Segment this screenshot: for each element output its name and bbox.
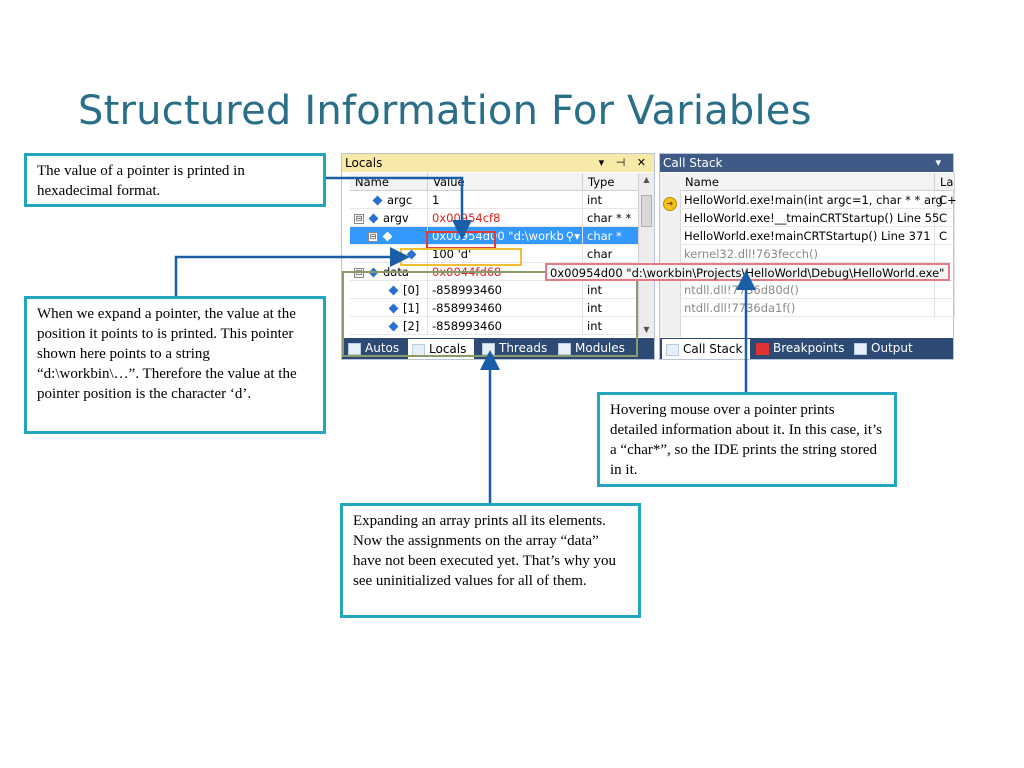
callstack-gutter: ➔	[660, 173, 681, 337]
tab-label: Autos	[365, 341, 400, 355]
tab-label: Threads	[499, 341, 548, 355]
breakpoints-icon	[756, 342, 769, 355]
slide-title: Structured Information For Variables	[78, 88, 812, 134]
tab-modules[interactable]: Modules	[554, 338, 625, 359]
var-value: 0x00954cf8	[428, 209, 583, 227]
callstack-row[interactable]: HelloWorld.exe!mainCRTStartup() Line 371…	[680, 227, 955, 245]
frame-name: HelloWorld.exe!__tmainCRTStartup() Line …	[680, 209, 939, 227]
locals-column-type[interactable]: Type	[583, 173, 640, 191]
locals-scrollbar[interactable]: ▲ ▼	[638, 173, 654, 337]
magnifier-icon[interactable]: ⚲▾	[565, 229, 580, 243]
modules-icon	[558, 342, 571, 355]
frame-lang: C	[935, 227, 955, 245]
locals-row[interactable]: ⊟argv 0x00954cf8 char * *	[342, 209, 640, 227]
callstack-row[interactable]: HelloWorld.exe!__tmainCRTStartup() Line …	[680, 209, 955, 227]
autos-icon	[348, 342, 361, 355]
scroll-thumb[interactable]	[641, 195, 652, 227]
arrow-expand-pointer	[174, 247, 410, 296]
var-name: argv	[383, 211, 409, 225]
frame-lang: C+	[935, 191, 957, 209]
collapse-toggle-icon[interactable]: ⊟	[368, 231, 378, 242]
tab-label: Call Stack	[683, 342, 743, 356]
dropdown-icon[interactable]: ▾	[935, 156, 945, 169]
frame-lang	[935, 245, 955, 263]
var-name: argc	[387, 193, 413, 207]
collapse-toggle-icon[interactable]: ⊟	[354, 213, 364, 224]
frame-lang	[935, 281, 955, 299]
locals-tabbar: Autos Locals Threads Modules	[342, 338, 654, 359]
scroll-up-icon[interactable]: ▲	[643, 175, 650, 184]
tab-label: Modules	[575, 341, 625, 355]
callout-hover: Hovering mouse over a pointer prints det…	[597, 392, 897, 487]
callstack-column-language[interactable]: La	[935, 173, 955, 191]
locals-row[interactable]: [1] -858993460 int	[342, 299, 640, 317]
window-controls-icon[interactable]: ▾ ⊣ ✕	[598, 156, 650, 169]
callstack-window: Call Stack ▾ ➔ Name La HelloWorld.exe!ma…	[659, 153, 957, 360]
locals-title: Locals	[345, 156, 383, 170]
var-value: -858993460	[428, 317, 583, 335]
var-name: [1]	[403, 301, 420, 315]
callstack-row[interactable]: HelloWorld.exe!main(int argc=1, char * *…	[680, 191, 957, 209]
var-name: [2]	[403, 319, 420, 333]
tab-breakpoints[interactable]: Breakpoints	[752, 338, 844, 359]
var-type: char *	[583, 227, 640, 245]
output-icon	[854, 342, 867, 355]
var-name: [0]	[403, 283, 420, 297]
frame-name: ntdll.dll!7736d80d()	[680, 281, 935, 299]
tab-output[interactable]: Output	[850, 338, 913, 359]
arrow-pointer-hex	[326, 176, 472, 240]
frame-name: HelloWorld.exe!mainCRTStartup() Line 371	[680, 227, 935, 245]
call-stack-icon	[666, 343, 679, 356]
callstack-titlebar[interactable]: Call Stack ▾	[660, 154, 953, 172]
callstack-row[interactable]: kernel32.dll!763fecch()	[680, 245, 955, 263]
current-frame-arrow-icon: ➔	[663, 197, 677, 211]
var-value: 100 'd'	[428, 245, 583, 263]
locals-row[interactable]: argc 1 int	[342, 191, 640, 209]
locals-row[interactable]: [0] -858993460 int	[342, 281, 640, 299]
frame-lang: C	[935, 209, 955, 227]
callstack-row[interactable]: ntdll.dll!7736d80d()	[680, 281, 955, 299]
frame-name: kernel32.dll!763fecch()	[680, 245, 935, 263]
callstack-tabbar: Call Stack Breakpoints Output	[660, 338, 953, 359]
tab-locals[interactable]: Locals	[408, 339, 474, 359]
tab-autos[interactable]: Autos	[344, 338, 399, 359]
frame-lang	[935, 299, 955, 317]
tab-label: Output	[871, 341, 913, 355]
frame-name: ntdll.dll!7736da1f()	[680, 299, 935, 317]
callout-pointer-hex: The value of a pointer is printed in hex…	[24, 153, 326, 207]
var-value: -858993460	[428, 281, 583, 299]
tab-call-stack[interactable]: Call Stack	[662, 339, 750, 359]
var-value: 1	[428, 191, 583, 209]
var-value: -858993460	[428, 299, 583, 317]
tab-label: Breakpoints	[773, 341, 845, 355]
callstack-title: Call Stack	[663, 156, 723, 170]
callstack-grid: Name La HelloWorld.exe!main(int argc=1, …	[680, 173, 957, 337]
tab-label: Locals	[429, 342, 467, 356]
callout-array: Expanding an array prints all its elemen…	[340, 503, 641, 618]
callstack-column-name[interactable]: Name	[680, 173, 935, 191]
locals-window: Locals ▾ ⊣ ✕ Name Value Type argc 1 int …	[341, 153, 655, 360]
scroll-down-icon[interactable]: ▼	[643, 325, 650, 334]
callstack-row[interactable]: ntdll.dll!7736da1f()	[680, 299, 955, 317]
callout-expand-pointer: When we expand a pointer, the value at t…	[24, 296, 326, 434]
locals-titlebar[interactable]: Locals ▾ ⊣ ✕	[342, 154, 654, 172]
locals-row[interactable]: [2] -858993460 int	[342, 317, 640, 335]
frame-name: HelloWorld.exe!main(int argc=1, char * *…	[680, 191, 943, 209]
